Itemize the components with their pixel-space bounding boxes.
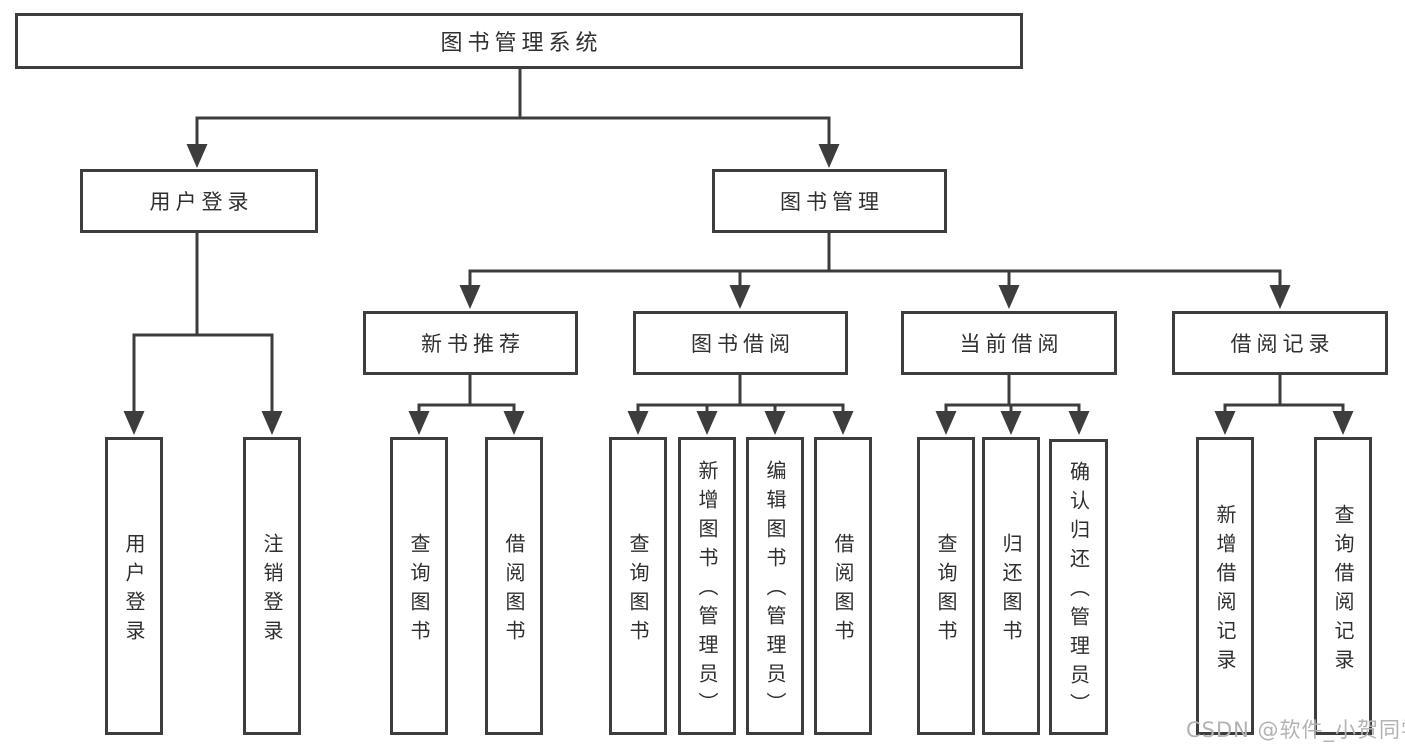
node-current-borrowing: 当前借阅 bbox=[901, 311, 1117, 375]
leaf-user-login: 用户登录 bbox=[105, 437, 163, 735]
node-book-management: 图书管理 bbox=[712, 169, 947, 233]
leaf-edit-books-admin: 编辑图书（管理员） bbox=[746, 437, 804, 735]
leaf-query-books-current: 查询图书 bbox=[917, 437, 975, 735]
connector-user-login-children bbox=[123, 231, 283, 435]
connector-book-mgmt-children bbox=[459, 231, 1291, 309]
connector-book-borrow-children bbox=[627, 373, 854, 435]
node-root-system: 图书管理系统 bbox=[15, 13, 1023, 69]
leaf-add-borrow-record: 新增借阅记录 bbox=[1196, 437, 1254, 735]
leaf-query-borrow-record: 查询借阅记录 bbox=[1314, 437, 1372, 735]
leaf-add-books-admin: 新增图书（管理员） bbox=[678, 437, 736, 735]
leaf-borrow-books: 借阅图书 bbox=[814, 437, 872, 735]
watermark: CSDN @软件_小贺同学 bbox=[1186, 718, 1405, 742]
connector-new-book-rec-children bbox=[408, 373, 525, 435]
leaf-query-books-recommend: 查询图书 bbox=[390, 437, 448, 735]
node-borrowing-records: 借阅记录 bbox=[1172, 311, 1388, 375]
connector-borrow-records-children bbox=[1214, 373, 1354, 435]
connector-current-borrow-children bbox=[935, 373, 1090, 435]
node-new-book-recommend: 新书推荐 bbox=[363, 311, 578, 375]
leaf-confirm-return-admin: 确认归还（管理员） bbox=[1049, 439, 1108, 735]
leaf-borrow-books-recommend: 借阅图书 bbox=[485, 437, 543, 735]
node-book-borrowing: 图书借阅 bbox=[633, 311, 848, 375]
leaf-return-books: 归还图书 bbox=[982, 437, 1040, 735]
connector-root-to-level1 bbox=[186, 67, 840, 168]
leaf-query-books-borrowing: 查询图书 bbox=[609, 437, 667, 735]
leaf-logout: 注销登录 bbox=[243, 437, 301, 735]
node-user-login: 用户登录 bbox=[80, 169, 318, 233]
